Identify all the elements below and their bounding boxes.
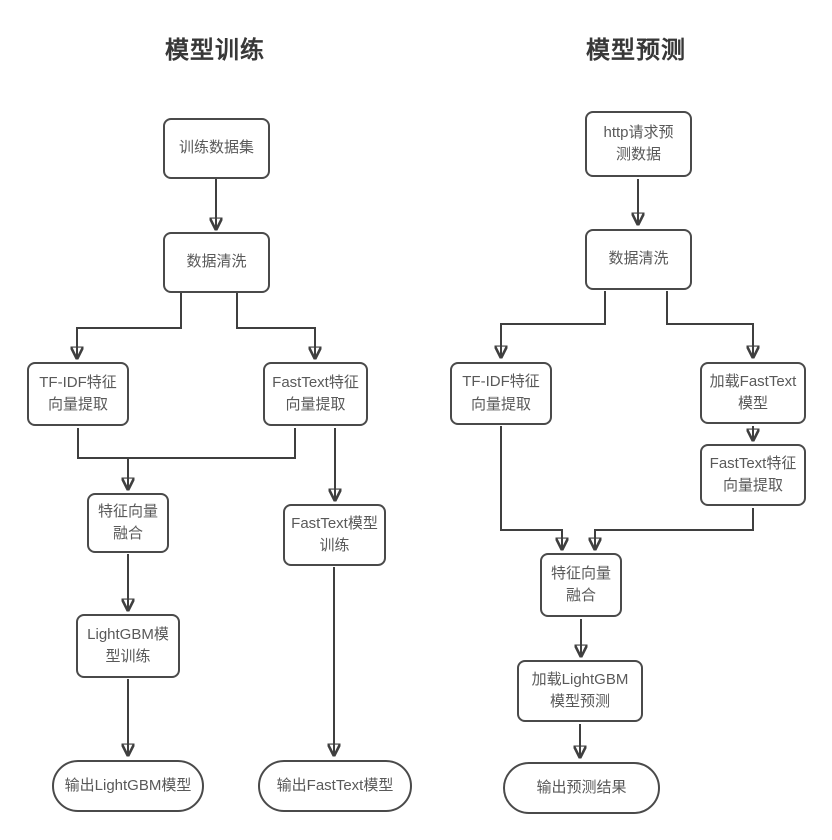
- node-train-fasttext-extraction: FastText特征 向量提取: [263, 362, 368, 426]
- node-fasttext-model-training: FastText模型 训练: [283, 504, 386, 566]
- node-http-request-data: http请求预 测数据: [585, 111, 692, 177]
- node-train-feature-fusion: 特征向量 融合: [87, 493, 169, 553]
- node-pred-fasttext-extraction: FastText特征 向量提取: [700, 444, 806, 506]
- edge-train-clean-to-fasttext-extract: [236, 293, 315, 358]
- node-output-lightgbm-model: 输出LightGBM模型: [52, 760, 204, 812]
- node-training-dataset: 训练数据集: [163, 118, 270, 179]
- node-train-data-cleaning: 数据清洗: [163, 232, 270, 293]
- left-flow-title: 模型训练: [165, 37, 265, 64]
- edge-pred-clean-to-load-fasttext: [666, 291, 753, 357]
- node-pred-data-cleaning: 数据清洗: [585, 229, 692, 290]
- edge-train-clean-to-tfidf: [77, 293, 182, 358]
- edge-pred-tfidf-to-fusion: [500, 426, 562, 549]
- edge-pred-fasttext-extract-to-fusion: [595, 508, 754, 549]
- node-output-prediction-result: 输出预测结果: [503, 762, 660, 814]
- node-load-fasttext-model: 加载FastText 模型: [700, 362, 806, 424]
- node-lightgbm-model-training: LightGBM模 型训练: [76, 614, 180, 678]
- node-pred-feature-fusion: 特征向量 融合: [540, 553, 622, 617]
- node-pred-tfidf-extraction: TF-IDF特征 向量提取: [450, 362, 552, 425]
- node-load-lightgbm-predict: 加载LightGBM 模型预测: [517, 660, 643, 722]
- right-flow-title: 模型预测: [586, 37, 686, 64]
- node-output-fasttext-model: 输出FastText模型: [258, 760, 412, 812]
- edge-train-merge-bus: [77, 428, 296, 459]
- node-train-tfidf-extraction: TF-IDF特征 向量提取: [27, 362, 129, 426]
- edge-pred-clean-to-tfidf: [501, 291, 606, 357]
